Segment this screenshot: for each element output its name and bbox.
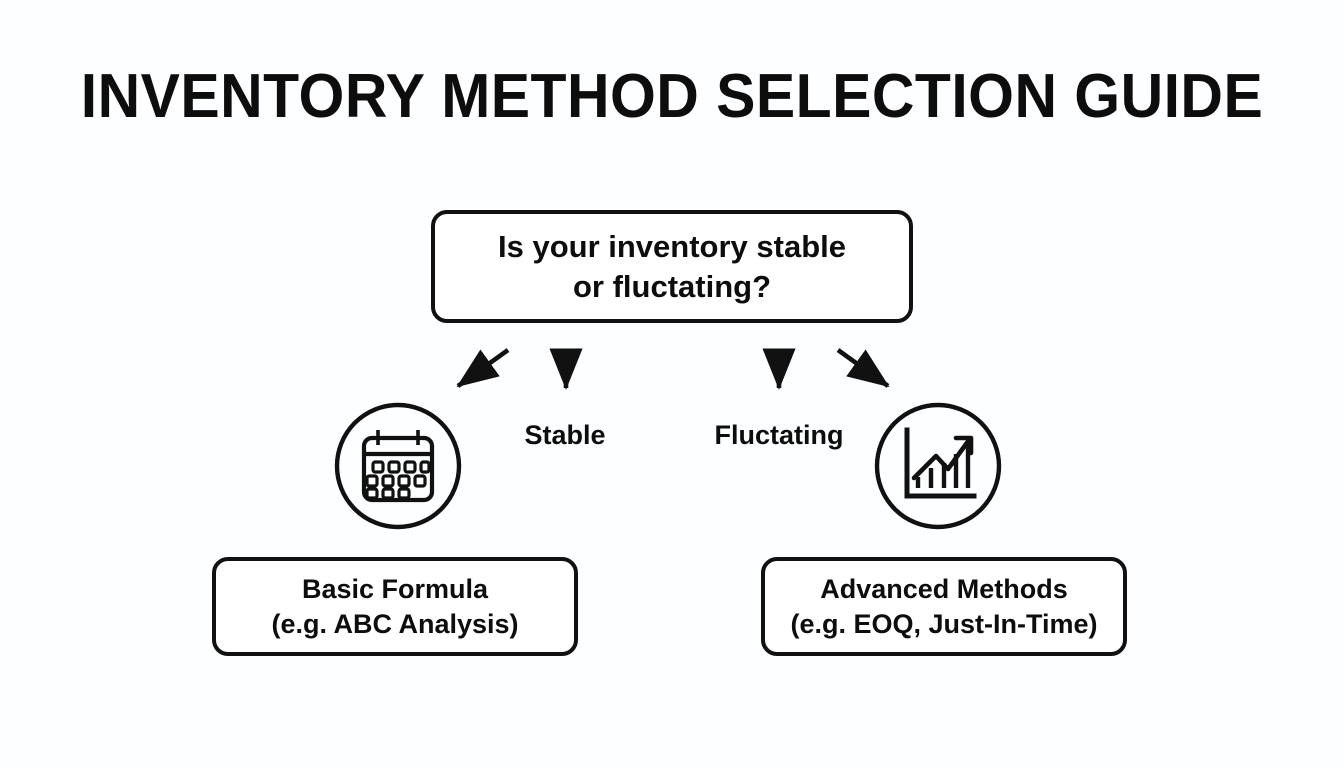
- page-title: INVENTORY METHOD SELECTION GUIDE: [80, 62, 1264, 131]
- outcome-node-basic-formula: Basic Formula (e.g. ABC Analysis): [212, 557, 578, 656]
- arrow-to-calendar-icon: [456, 348, 510, 388]
- arrow-to-chart-icon: [836, 348, 890, 388]
- decision-line-1: Is your inventory stable: [498, 228, 846, 264]
- outcome-left-line-2: (e.g. ABC Analysis): [271, 608, 519, 639]
- decision-node: Is your inventory stable or fluctating?: [431, 210, 913, 323]
- outcome-right-line-2: (e.g. EOQ, Just-In-Time): [790, 608, 1098, 639]
- branch-label-stable: Stable: [524, 420, 606, 450]
- outcome-left-line-1: Basic Formula: [301, 573, 489, 604]
- outcome-node-advanced-methods: Advanced Methods (e.g. EOQ, Just-In-Time…: [761, 557, 1127, 656]
- decision-line-2: or fluctating?: [572, 268, 772, 304]
- growth-chart-icon: [874, 402, 1002, 530]
- branch-label-fluctating: Fluctating: [714, 420, 844, 450]
- calendar-icon: [334, 402, 462, 530]
- outcome-right-line-1: Advanced Methods: [820, 573, 1068, 604]
